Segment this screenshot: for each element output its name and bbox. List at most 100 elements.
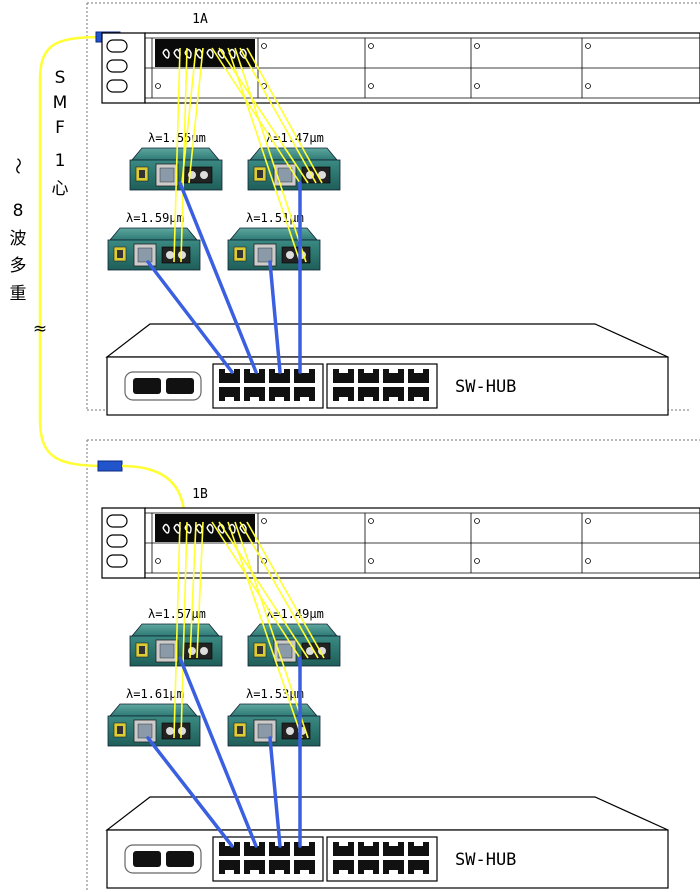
utp-cables	[146, 181, 302, 374]
fiber-cord	[246, 47, 323, 184]
fiber-cord	[218, 521, 309, 659]
rack-mount-hole	[106, 534, 128, 548]
media-converter: λ=1.59μm	[107, 211, 201, 271]
hub-port	[358, 842, 379, 856]
media-converter: λ=1.53μm	[227, 687, 321, 747]
hub-port	[358, 387, 379, 401]
hub-port	[219, 387, 240, 401]
hub-port	[244, 842, 265, 856]
fiber-port	[161, 722, 191, 740]
hub-port	[244, 369, 265, 383]
hub-port	[244, 387, 265, 401]
wavelength-label: λ=1.61μm	[126, 687, 184, 701]
hub-port	[269, 369, 290, 383]
fiber-patch-cords	[173, 521, 325, 739]
fiber-cord	[234, 47, 307, 263]
fiber-link-bottom	[121, 464, 186, 513]
hub-label: SW-HUB	[455, 377, 516, 397]
smf-fiber-trunk	[38, 35, 109, 468]
fiber-cord	[239, 47, 317, 184]
fiber-patch-block	[155, 39, 255, 67]
hub-port	[333, 387, 354, 401]
wavelength-label: λ=1.49μm	[266, 607, 324, 621]
fiber-cord	[246, 521, 325, 659]
fiber-port	[281, 722, 311, 740]
rack-mount-hole	[106, 59, 128, 73]
fiber-cord	[218, 47, 309, 184]
media-converter: λ=1.47μm	[247, 131, 341, 191]
hub-port	[408, 842, 429, 856]
hub-port	[358, 369, 379, 383]
fiber-cord	[180, 47, 188, 263]
utp-cables	[146, 656, 302, 848]
side-char-ta: 多	[10, 256, 27, 276]
hub-port	[333, 369, 354, 383]
rack-mount-hole	[106, 554, 128, 568]
side-char-shin: 心	[52, 179, 69, 199]
wavelength-label: λ=1.51μm	[246, 211, 304, 225]
rack-label: 1B	[192, 487, 208, 502]
side-char-1: 1	[55, 151, 66, 171]
fiber-patch-cords	[173, 47, 323, 263]
rack-mount-hole	[106, 79, 128, 93]
wavelength-label: λ=1.53μm	[246, 687, 304, 701]
fiber-cord	[211, 521, 301, 659]
fiber-patch-block	[155, 514, 255, 542]
hub-port	[333, 842, 354, 856]
utp-cable	[268, 260, 282, 374]
patch-panel-rack: 1A	[101, 12, 700, 104]
fiber-cord	[227, 521, 303, 739]
hub-port	[408, 369, 429, 383]
side-char-8: 8	[13, 201, 24, 221]
media-converter: λ=1.61μm	[107, 687, 201, 747]
hub-port	[383, 369, 404, 383]
hub-port	[408, 860, 429, 874]
hub-label: SW-HUB	[455, 850, 516, 870]
fiber-cord	[181, 47, 197, 184]
hub-port	[219, 842, 240, 856]
hub-port	[383, 842, 404, 856]
side-tilde: ～	[7, 158, 27, 175]
side-char-M: M	[53, 93, 68, 113]
fiber-cord	[189, 521, 197, 659]
fiber-cord	[234, 521, 309, 739]
media-converter: λ=1.49μm	[247, 607, 341, 667]
fiber-connector-bottom	[97, 460, 123, 472]
side-char-ju: 重	[10, 284, 27, 304]
side-char-F: F	[55, 118, 65, 138]
switching-hub: SW-HUB	[105, 323, 669, 416]
hub-port	[294, 860, 315, 874]
utp-cable	[268, 736, 282, 848]
fiber-cord	[188, 47, 204, 184]
patch-panel-rack: 1B	[101, 487, 700, 579]
rack-label: 1A	[192, 12, 208, 27]
rack-mount-hole	[106, 514, 128, 528]
media-converter: λ=1.51μm	[227, 211, 321, 271]
fiber-cord	[227, 47, 301, 263]
side-char-ha: 波	[10, 229, 27, 249]
hub-port	[244, 860, 265, 874]
utp-cable	[146, 736, 234, 848]
utp-cable	[178, 656, 258, 848]
hub-port	[294, 387, 315, 401]
hub-port	[383, 387, 404, 401]
hub-port	[219, 860, 240, 874]
hub-port	[219, 369, 240, 383]
utp-cable	[178, 181, 258, 374]
hub-port	[358, 860, 379, 874]
rack-mount-hole	[106, 39, 128, 53]
hub-port	[333, 860, 354, 874]
utp-cable	[146, 260, 234, 374]
side-label: S M F 1 心 ～ 8 波 多 重 ≈	[7, 68, 69, 339]
switching-hub: SW-HUB	[105, 796, 669, 889]
side-char-S: S	[55, 68, 66, 88]
hub-port	[408, 387, 429, 401]
wavelength-label: λ=1.59μm	[126, 211, 184, 225]
hub-port	[269, 860, 290, 874]
fiber-port	[161, 246, 191, 264]
fiber-cord	[196, 521, 204, 659]
fiber-cord	[211, 47, 301, 184]
